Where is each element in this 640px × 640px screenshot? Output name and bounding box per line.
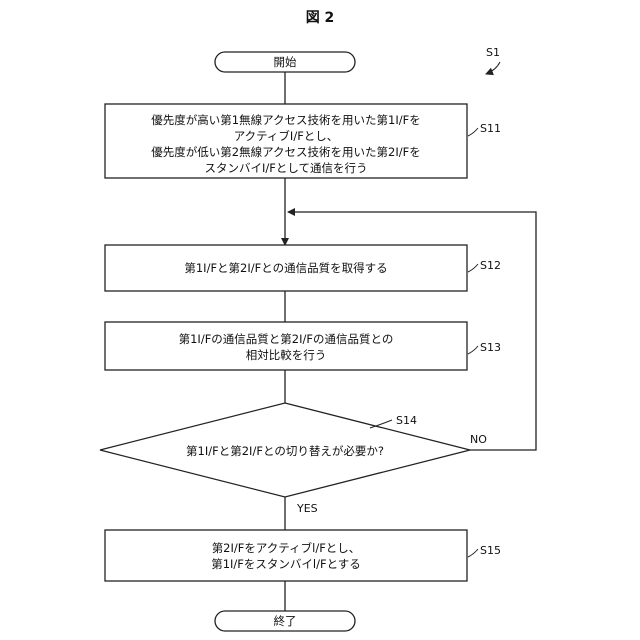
- flow-label-arrow: [486, 62, 500, 74]
- step-s15-line-2: 第1I/Fをスタンバイl/Fとする: [211, 557, 361, 571]
- step-s11-line-3: 優先度が低い第2無線アクセス技術を用いた第2I/Fを: [151, 145, 420, 159]
- step-s13-line-2: 相対比較を行う: [246, 348, 327, 362]
- step-s15-line-1: 第2I/Fをアクティブl/Fとし、: [212, 541, 361, 555]
- step-s14-label: S14: [396, 414, 417, 427]
- step-s12-label: S12: [480, 259, 501, 272]
- step-s13-label-leader: [468, 346, 478, 354]
- step-s15-label: S15: [480, 544, 501, 557]
- step-s11-label: S11: [480, 122, 501, 135]
- step-s13-label: S13: [480, 341, 501, 354]
- decision-yes-label: YES: [296, 502, 318, 515]
- step-s15-label-leader: [468, 549, 478, 557]
- step-s11-line-4: スタンバイI/Fとして通信を行う: [204, 161, 367, 175]
- step-s13-line-1: 第1I/Fの通信品質と第2I/Fの通信品質との: [179, 332, 394, 346]
- end-label: 終了: [274, 614, 297, 628]
- figure-title: 図 2: [306, 10, 335, 26]
- step-s13-box: [105, 322, 467, 370]
- step-s15-box: [105, 530, 467, 581]
- step-s12-line-1: 第1I/Fと第2I/Fとの通信品質を取得する: [184, 261, 387, 275]
- step-s11-label-leader: [468, 128, 478, 136]
- step-s11-line-1: 優先度が高い第1無線アクセス技術を用いた第1I/Fを: [151, 113, 420, 127]
- start-label: 開始: [274, 55, 297, 69]
- step-s12-label-leader: [468, 264, 478, 272]
- flow-label: S1: [486, 46, 500, 59]
- step-s14-question: 第1I/Fと第2I/Fとの切り替えが必要か?: [186, 444, 384, 458]
- decision-no-label: NO: [470, 433, 487, 446]
- step-s11-line-2: アクティブI/Fとし、: [234, 129, 339, 143]
